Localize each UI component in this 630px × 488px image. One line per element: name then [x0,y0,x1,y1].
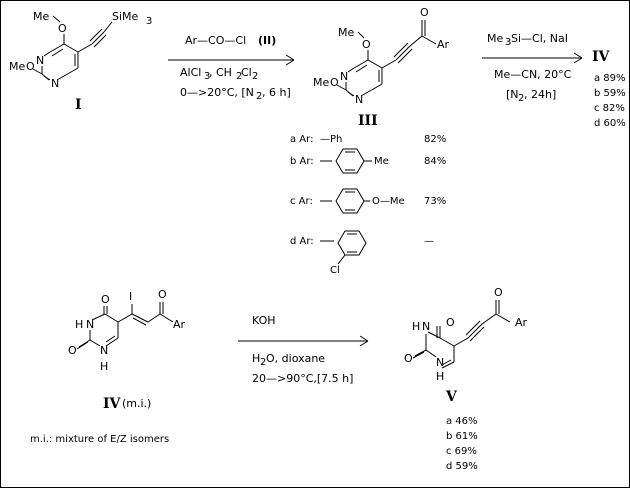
step1-reagent-label: (II) [258,34,276,47]
III-ring-n2: N [340,70,348,83]
V-h1: H [436,370,444,383]
IV-n3: N [86,318,94,331]
IV-ar: Ar [173,318,186,331]
I-ring-n1: N [51,77,59,90]
I-methoxy-left-o: O [26,60,35,73]
label-compound-V: V [445,389,458,405]
step3-cond-b: O, dioxane [266,352,325,365]
ar-row-b-prefix: b Ar: [290,156,314,167]
III-ketone-o: O [420,6,429,19]
V-o4: O [446,316,455,329]
step3-yield-c: c 69% [446,446,477,457]
IV-h1: H [100,360,108,373]
label-compound-IV: IV [103,396,122,412]
mixture-definition: m.i.: mixture of E/Z isomers [30,434,169,445]
IV-n1: N [100,344,108,357]
step2-yield-a: a 89% [594,73,626,84]
I-ring-n2: N [36,54,44,67]
ar-row-b-group: Me [374,156,389,167]
compound-IV-structure: O N H O N H I O Ar [68,288,186,373]
V-ar: Ar [515,316,528,329]
step2-yield-c: c 82% [594,103,625,114]
IV-mixture-note: (m.i.) [122,397,151,410]
III-ar: Ar [437,38,450,51]
III-methoxy-left-o: O [330,76,339,89]
III-methoxy-top-me: Me [338,26,354,39]
step1-cond-e: , 6 h] [262,86,291,99]
label-product-IV: IV [592,49,611,65]
ar-row-b-yield: 84% [424,156,446,167]
step2-yield-b: b 59% [594,88,626,99]
I-methoxy-left-me: Me [9,60,25,73]
step2-cond-b: [N [506,88,519,101]
V-ketone-o: O [494,286,503,299]
step3-cond-a: H [252,352,260,365]
svg-text:3: 3 [505,37,511,48]
compound-III-structure: Me O N N O Me O Ar [313,6,450,106]
step3-yield-a: a 46% [446,416,478,427]
IV-h3: H [75,318,83,331]
I-sime3: SiMe [112,10,139,23]
III-ring-n1: N [355,93,363,106]
step2-reagent-b: Si—Cl, NaI [511,32,568,45]
ar-row-d-group: Cl [330,265,340,276]
ar-row-a-group: —Ph [320,134,342,145]
step2-cond-a: Me—CN, 20°C [494,68,572,81]
ar-substituent-table: a Ar: —Ph 82% b Ar: Me 84% c Ar: O—Me 73… [290,134,446,276]
compound-I-structure: Me O N N O Me SiMe 3 [9,10,152,90]
step2-cond-c: , 24h] [524,88,556,101]
step3-reagent: KOH [252,314,276,327]
V-n3: N [422,320,430,333]
step3-cond-c: 20—>90°C,[7.5 h] [252,372,353,385]
step1-reagent: Ar—CO—Cl [185,34,246,47]
I-methoxy-top-o: O [58,22,67,35]
label-compound-I: I [75,97,82,113]
step2-yield-d: d 60% [594,118,626,129]
IV-iodo: I [129,290,132,303]
step2-reagent-a: Me [487,32,503,45]
svg-text:3: 3 [146,16,152,27]
ar-row-c-yield: 73% [424,196,446,207]
svg-text:2: 2 [236,71,242,82]
V-o2: O [404,352,413,365]
step1-cond-b: , CH [209,66,232,79]
I-methoxy-top-me: Me [33,10,49,23]
svg-text:2: 2 [518,93,524,104]
step1-cond-a: AlCl [180,66,201,79]
step3-yield-d: d 59% [446,461,478,472]
step1-cond-c: Cl [241,66,252,79]
svg-text:2: 2 [260,357,266,368]
ar-row-d-yield: — [424,236,434,247]
ar-row-c-group: O—Me [372,196,405,207]
IV-ketone-o: O [158,288,167,301]
V-n1: N [436,356,444,369]
ar-row-d-prefix: d Ar: [290,236,314,247]
V-h3: H [412,320,420,333]
ar-row-a-prefix: a Ar: [290,134,313,145]
step3-yield-b: b 61% [446,431,478,442]
ar-row-c-prefix: c Ar: [290,196,313,207]
svg-text:2: 2 [252,71,258,82]
svg-text:2: 2 [256,91,262,102]
step1-cond-d: 0—>20°C, [N [180,86,254,99]
IV-o2: O [68,344,77,357]
label-compound-III: III [358,113,378,129]
III-methoxy-top-o: O [362,38,371,51]
IV-o4: O [101,293,110,306]
ar-row-a-yield: 82% [424,134,446,145]
III-methoxy-left-me: Me [313,76,329,89]
svg-text:3: 3 [204,71,210,82]
compound-V-structure: O N H O N H O Ar [404,286,528,383]
